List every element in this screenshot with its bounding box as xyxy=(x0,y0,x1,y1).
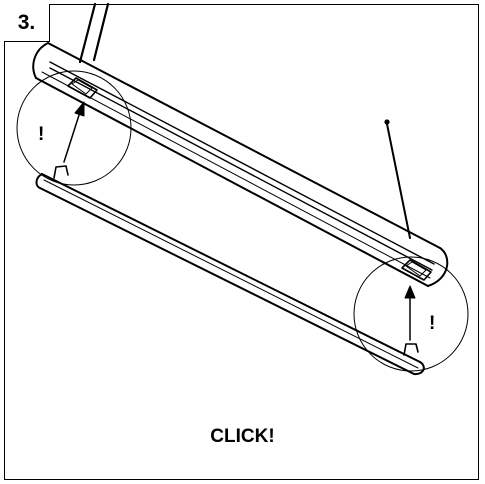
detail-circle-left xyxy=(16,70,132,186)
suspension-cable-left xyxy=(78,2,97,64)
diffuser-tab-right xyxy=(403,343,419,356)
cable-anchor xyxy=(384,119,390,125)
detail-circle-right xyxy=(353,256,469,372)
housing-clip-left xyxy=(67,77,98,99)
click-caption: CLICK! xyxy=(210,426,275,447)
arrow-left-head xyxy=(74,101,85,117)
warning-mark-left: ! xyxy=(38,124,45,145)
arrow-right-head xyxy=(404,285,416,299)
arrow-left xyxy=(63,111,81,163)
warning-mark-right: ! xyxy=(429,313,436,334)
lamp-housing xyxy=(32,42,449,287)
diffuser-tab-left xyxy=(53,165,69,179)
suspension-cable-far xyxy=(386,123,411,239)
housing-clip-right xyxy=(401,259,432,281)
suspension-cable-right xyxy=(92,2,110,62)
step-number: 3. xyxy=(4,4,50,42)
diffuser xyxy=(35,173,425,376)
